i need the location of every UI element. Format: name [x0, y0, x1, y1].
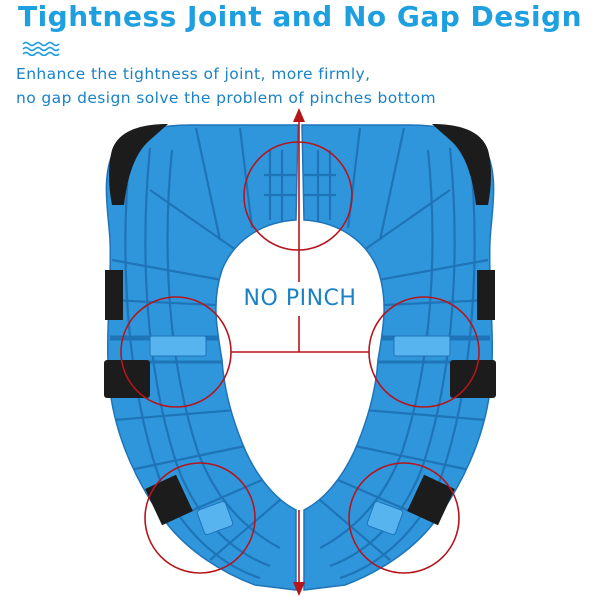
seat-left-half — [105, 124, 299, 591]
description-line-2: no gap design solve the problem of pinch… — [16, 89, 436, 107]
annotation-circles — [120, 141, 480, 574]
bottom-right-circle — [348, 462, 460, 574]
top-joint-circle — [243, 141, 353, 251]
seat-right-half — [301, 124, 495, 591]
double-arrow-icon — [231, 118, 369, 588]
description-line-1: Enhance the tightness of joint, more fir… — [16, 65, 371, 83]
arrow-down-head — [293, 582, 305, 596]
no-pinch-label: NO PINCH — [243, 286, 357, 311]
hinges — [149, 335, 451, 536]
page-title: Tightness Joint and No Gap Design — [17, 0, 583, 33]
wave-lines-icon — [22, 41, 60, 56]
arrow-up-head — [293, 108, 305, 122]
bottom-left-circle — [144, 462, 256, 574]
anti-slip-pads — [104, 124, 496, 526]
